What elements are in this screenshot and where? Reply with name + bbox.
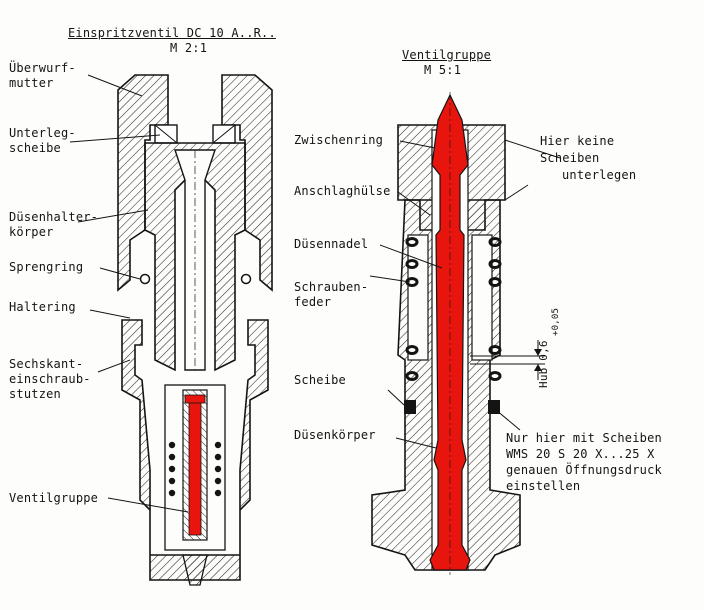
label-schraubenfeder-1: Schrauben- <box>294 280 369 294</box>
note-top-line-2: Scheiben <box>540 151 600 165</box>
label-duesennadel: Düsennadel <box>294 237 369 251</box>
left-leader-lines <box>69 74 189 513</box>
valve-group-section <box>371 92 545 575</box>
spring-coils-right <box>405 237 502 381</box>
label-unterleg-2: scheibe <box>9 141 61 155</box>
note-bottom-line-1: Nur hier mit Scheiben <box>506 431 662 445</box>
central-bore <box>174 149 216 371</box>
note-bottom-line-3: genauen Öffnungsdruck <box>506 463 662 477</box>
label-ueberwurf-1: Überwurf- <box>9 61 76 75</box>
hex-stub <box>121 319 269 581</box>
nozzle-tip-left <box>182 554 208 586</box>
label-sechskant-1: Sechskant- <box>9 357 84 371</box>
stroke-dimension-label: Hub 0,6 <box>537 340 550 388</box>
valve-needle-small <box>188 399 202 536</box>
label-duesenkoerper: Düsenkörper <box>294 428 376 442</box>
stroke-tolerance-label: +0,05 <box>551 307 561 336</box>
injector-assembly-section <box>117 74 273 586</box>
label-unterleg-1: Unterleg- <box>9 126 76 140</box>
note-top-line-3: unterlegen <box>562 168 637 182</box>
snap-ring-right <box>240 273 252 285</box>
label-ueberwurf-2: mutter <box>9 76 54 90</box>
label-scheibe: Scheibe <box>294 373 346 387</box>
note-bottom-line-2: WMS 20 S 20 X...25 X <box>506 447 655 461</box>
label-sechskant-3: stutzen <box>9 387 61 401</box>
union-nut-right <box>221 74 273 292</box>
label-sechskant-2: einschraub- <box>9 372 91 386</box>
note-bottom-line-4: einstellen <box>506 479 581 493</box>
spring-coils-left <box>168 441 222 497</box>
right-scale: M 5:1 <box>424 63 462 77</box>
union-nut-left <box>117 74 169 292</box>
label-duesenhalter-1: Düsenhalter- <box>9 210 99 224</box>
right-leader-lines <box>369 139 561 449</box>
label-duesenhalter-2: körper <box>9 225 54 239</box>
right-title: Ventilgruppe <box>402 48 492 62</box>
left-scale: M 2:1 <box>170 41 208 55</box>
label-ventilgruppe: Ventilgruppe <box>9 491 99 505</box>
label-zwischenring: Zwischenring <box>294 133 384 147</box>
washer-pack-left <box>404 400 416 414</box>
label-anschlaghuelse: Anschlaghülse <box>294 184 391 198</box>
note-top-line-1: Hier keine <box>540 134 615 148</box>
snap-ring-left <box>139 273 151 285</box>
label-haltering: Haltering <box>9 300 76 314</box>
label-sprengring: Sprengring <box>9 260 84 274</box>
left-title: Einspritzventil DC 10 A..R.. <box>68 26 276 40</box>
label-schraubenfeder-2: feder <box>294 295 332 309</box>
